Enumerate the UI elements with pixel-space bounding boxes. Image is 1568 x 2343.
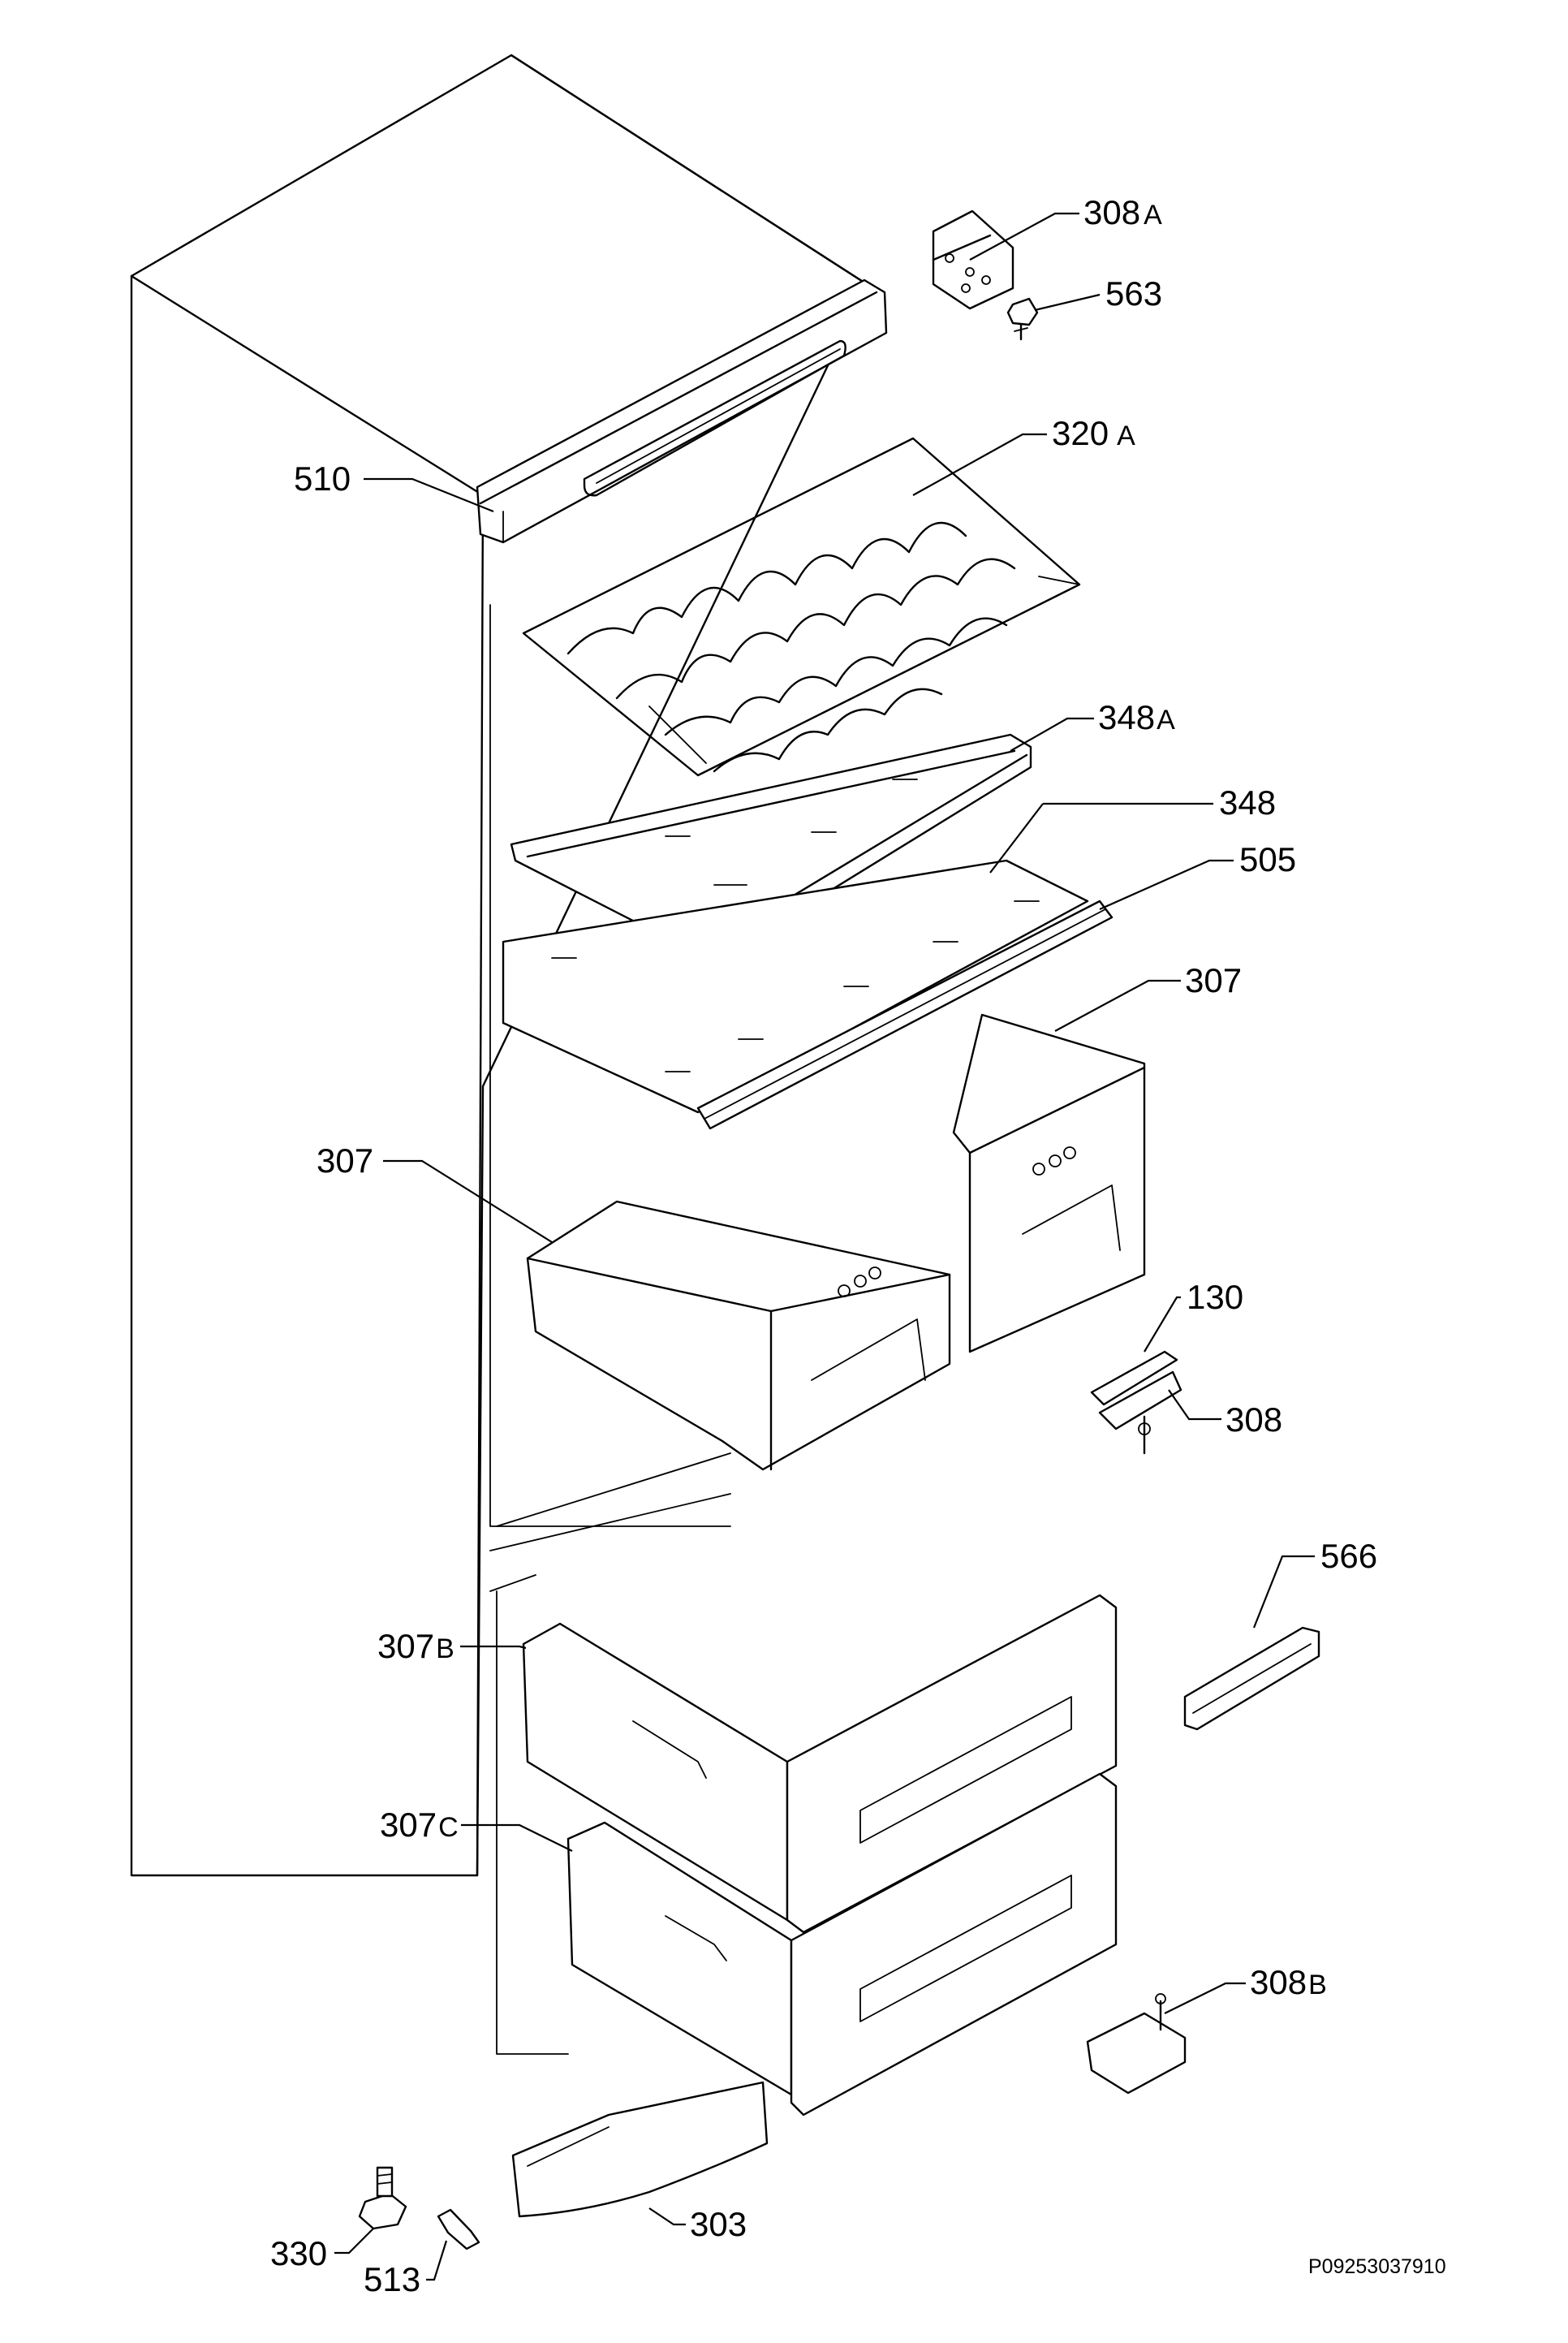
hinge-308a: [932, 209, 1014, 310]
shelf-edge-strip-505: [696, 900, 1114, 1130]
callout-307b: 307B: [377, 1627, 454, 1665]
callout-505: 505: [1239, 840, 1296, 878]
top-cover-510: [476, 278, 888, 544]
callout-330: 330: [270, 2234, 327, 2272]
document-id: P09253037910: [1308, 2255, 1446, 2278]
callout-563: 563: [1105, 274, 1162, 313]
callout-348a: 348A: [1098, 698, 1175, 736]
callout-307-left: 307: [317, 1141, 373, 1180]
callout-307c: 307C: [380, 1806, 459, 1844]
base-plinth-303: [511, 2081, 769, 2218]
clip-513: [437, 2208, 480, 2250]
callout-348: 348: [1219, 783, 1276, 822]
cabinet-body: [130, 54, 868, 2055]
bottom-hinge-308b: [1086, 1993, 1187, 2095]
door-handle-566: [1183, 1626, 1320, 1731]
crisper-drawer-307-left: [526, 1200, 951, 1471]
wine-rack-320a: [522, 437, 1081, 777]
callout-307-right: 307: [1185, 961, 1242, 999]
glass-reflection-marks: [665, 779, 918, 886]
adjustable-foot-330: [358, 2166, 407, 2230]
middle-hinge-130-308: [1090, 1350, 1182, 1455]
crisper-drawer-307-right: [952, 1013, 1146, 1353]
leader-lines: [334, 212, 1315, 2281]
freezer-drawer-307b: [522, 1594, 1118, 1934]
screw-563: [1006, 297, 1039, 341]
glass-shelf-348: [502, 859, 1089, 1114]
callout-510: 510: [294, 460, 351, 498]
callout-303: 303: [690, 2205, 747, 2243]
callout-566: 566: [1320, 1537, 1377, 1575]
freezer-drawer-307c: [566, 1772, 1118, 2116]
callout-513: 513: [364, 2260, 420, 2298]
callout-308: 308: [1226, 1400, 1282, 1439]
callout-130: 130: [1187, 1278, 1243, 1316]
callout-308b: 308B: [1250, 1963, 1327, 2001]
glass-reflection-marks-2: [551, 900, 1040, 1072]
